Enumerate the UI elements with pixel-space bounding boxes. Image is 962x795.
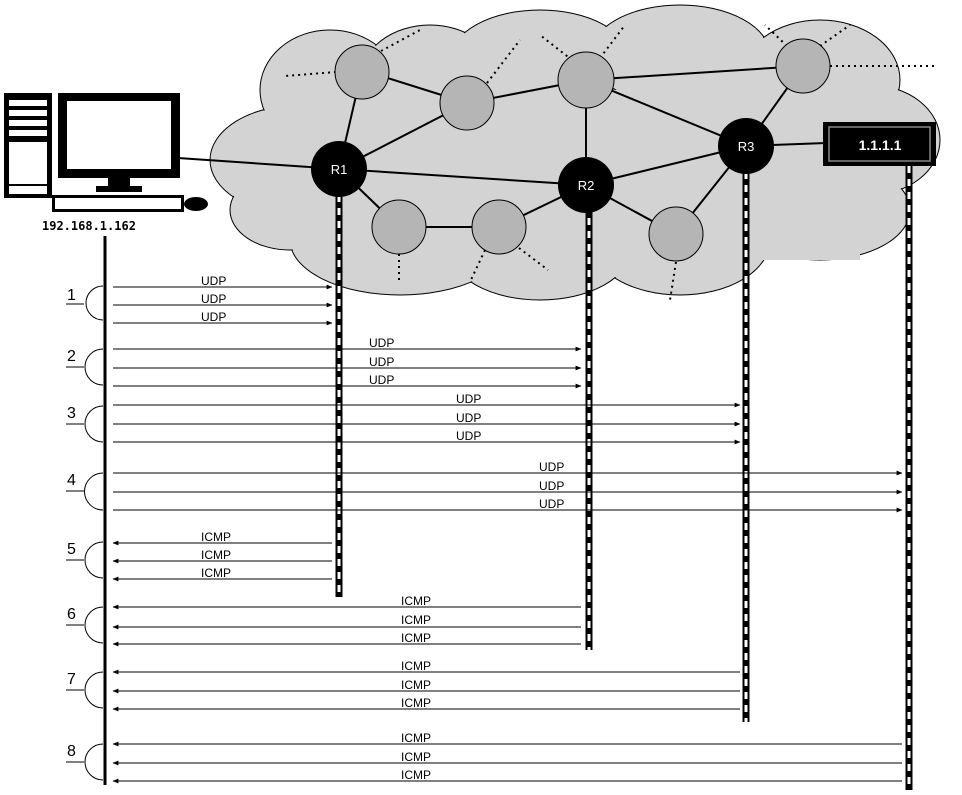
udp-label: UDP xyxy=(539,497,564,511)
router-r1: R1 xyxy=(311,141,367,197)
icmp-label: ICMP xyxy=(401,750,431,764)
icmp-label: ICMP xyxy=(401,768,431,782)
udp-label: UDP xyxy=(369,355,394,369)
router-label: R2 xyxy=(578,178,595,193)
icmp-label: ICMP xyxy=(201,566,231,580)
source-ip-label: 192.168.1.162 xyxy=(42,219,136,233)
icmp-label: ICMP xyxy=(401,594,431,608)
network-node xyxy=(371,199,427,255)
network-node xyxy=(648,206,704,262)
router-label: R3 xyxy=(738,139,755,154)
step-number: 5 xyxy=(67,541,76,558)
udp-label: UDP xyxy=(369,336,394,350)
icmp-label: ICMP xyxy=(401,659,431,673)
network-node xyxy=(557,51,615,109)
udp-label: UDP xyxy=(539,460,564,474)
message-arrows xyxy=(112,284,903,784)
udp-label: UDP xyxy=(201,292,226,306)
udp-label: UDP xyxy=(456,429,481,443)
udp-label: UDP xyxy=(456,411,481,425)
step-number: 6 xyxy=(67,606,76,623)
icmp-label: ICMP xyxy=(201,548,231,562)
udp-label: UDP xyxy=(369,373,394,387)
step-brackets xyxy=(66,285,104,781)
router-r3: R3 xyxy=(718,118,774,174)
udp-label: UDP xyxy=(456,392,481,406)
network-node xyxy=(439,75,495,131)
router-timelines xyxy=(335,166,913,790)
step-number: 1 xyxy=(67,287,76,304)
icmp-label: ICMP xyxy=(401,613,431,627)
step-number: 8 xyxy=(67,743,76,760)
icmp-label: ICMP xyxy=(401,678,431,692)
dotted-stubs xyxy=(284,24,935,301)
destination-label: 1.1.1.1 xyxy=(859,137,902,153)
network-nodes xyxy=(334,38,831,262)
source-computer-icon xyxy=(4,93,208,212)
udp-label: UDP xyxy=(201,310,226,324)
icmp-label: ICMP xyxy=(401,696,431,710)
router-label: R1 xyxy=(331,162,348,177)
icmp-label: ICMP xyxy=(401,731,431,745)
step-number: 7 xyxy=(67,671,76,688)
step-number: 3 xyxy=(67,405,76,422)
router-r2: R2 xyxy=(558,157,614,213)
destination-host: 1.1.1.1 xyxy=(823,122,936,166)
icmp-label: ICMP xyxy=(201,530,231,544)
udp-label: UDP xyxy=(201,274,226,288)
message-labels: UDP UDP UDP UDP UDP UDP UDP UDP UDP UDP … xyxy=(201,274,564,782)
network-node xyxy=(471,199,527,255)
udp-label: UDP xyxy=(539,479,564,493)
step-number: 4 xyxy=(67,472,76,489)
network-node xyxy=(334,44,390,100)
step-number: 2 xyxy=(67,348,76,365)
icmp-label: ICMP xyxy=(401,631,431,645)
network-node xyxy=(775,38,831,94)
